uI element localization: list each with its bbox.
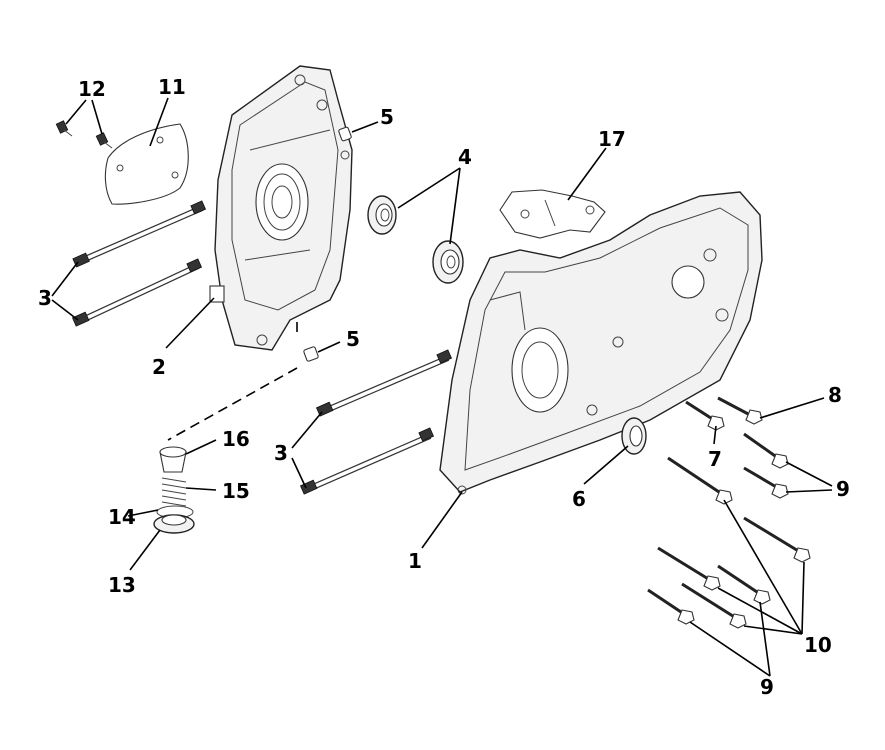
callout-12: 12 (78, 77, 106, 101)
callout-5-upper: 5 (380, 105, 394, 129)
callout-11: 11 (158, 75, 186, 99)
bolts-parts-7-8-9-10 (647, 396, 811, 629)
callout-15: 15 (222, 479, 250, 503)
callout-16: 16 (222, 427, 250, 451)
callout-3-upper: 3 (38, 286, 52, 310)
left-crankcase-part-2 (209, 65, 353, 351)
callout-3-lower: 3 (274, 441, 288, 465)
callout-5-lower: 5 (346, 327, 360, 351)
callout-9-lower: 9 (760, 675, 774, 699)
callout-8: 8 (828, 383, 842, 407)
leader-lines (51, 97, 833, 677)
callout-14: 14 (108, 505, 136, 529)
bracket-part-17 (499, 189, 606, 239)
callout-17: 17 (598, 127, 626, 151)
callout-6: 6 (572, 487, 586, 511)
studs-part-3-upper (71, 200, 207, 327)
screws-part-12 (55, 120, 113, 149)
studs-part-3-lower (299, 349, 453, 495)
callout-10: 10 (804, 633, 832, 657)
callout-9-upper: 9 (836, 477, 850, 501)
callout-2: 2 (152, 355, 166, 379)
callout-labels: 12 11 5 4 17 3 2 5 8 16 3 7 15 9 6 14 1 … (38, 75, 850, 699)
cover-plate-part-11 (104, 123, 189, 205)
filter-assembly-parts-13-16 (153, 322, 298, 534)
dowel-pins-part-5 (303, 126, 352, 362)
callout-1: 1 (408, 549, 422, 573)
callout-7: 7 (708, 447, 722, 471)
bearings-part-4 (367, 195, 464, 284)
callout-13: 13 (108, 573, 136, 597)
oil-seal-part-6 (621, 417, 647, 455)
callout-4-upper: 4 (458, 145, 472, 169)
right-crankcase-part-1 (439, 191, 763, 495)
